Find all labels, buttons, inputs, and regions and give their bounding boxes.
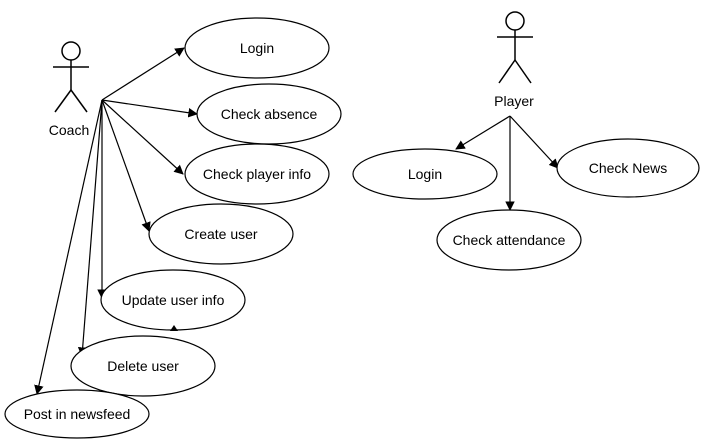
small-triangle-marker bbox=[170, 325, 178, 331]
player-use-cases: Login Check News Check attendance bbox=[352, 138, 700, 271]
use-case-label: Check absence bbox=[221, 106, 318, 122]
coach-left-leg bbox=[54, 89, 72, 113]
coach-to-check-player-info-arrow bbox=[101, 99, 184, 175]
coach-to-post-in-newsfeed-arrow bbox=[34, 99, 103, 395]
player-left-leg bbox=[498, 59, 516, 84]
coach-to-create-user-arrow bbox=[101, 99, 151, 232]
player-label: Player bbox=[494, 93, 534, 109]
use-case-update-user-info[interactable]: Update user info bbox=[100, 269, 246, 331]
coach-use-cases: Login Check absence Check player info Cr… bbox=[4, 17, 342, 439]
use-case-check-player-info[interactable]: Check player info bbox=[184, 143, 330, 205]
use-case-login[interactable]: Login bbox=[184, 17, 330, 79]
use-case-label: Login bbox=[240, 40, 274, 56]
use-case-label: Check attendance bbox=[453, 232, 566, 248]
coach-head bbox=[61, 41, 81, 61]
coach-to-delete-user-arrow bbox=[77, 99, 103, 357]
player-actor: Player bbox=[494, 11, 534, 109]
use-case-label: Delete user bbox=[107, 358, 179, 374]
coach-label: Coach bbox=[49, 122, 89, 138]
use-case-label: Post in newsfeed bbox=[24, 406, 131, 422]
player-to-login-arrow bbox=[455, 115, 511, 150]
coach-right-leg bbox=[70, 89, 88, 113]
coach-to-login-arrow bbox=[101, 47, 185, 101]
player-head bbox=[505, 11, 525, 31]
player-associations bbox=[455, 115, 559, 211]
use-case-label: Check player info bbox=[203, 166, 311, 182]
use-case-label: Update user info bbox=[122, 292, 225, 308]
use-case-label: Create user bbox=[184, 226, 257, 242]
use-case-check-news[interactable]: Check News bbox=[556, 138, 700, 198]
player-right-leg bbox=[514, 59, 532, 84]
coach-actor: Coach bbox=[49, 41, 89, 138]
use-case-post-in-newsfeed[interactable]: Post in newsfeed bbox=[4, 389, 150, 439]
use-case-check-attendance[interactable]: Check attendance bbox=[436, 209, 582, 271]
use-case-label: Login bbox=[408, 166, 442, 182]
use-case-create-user[interactable]: Create user bbox=[148, 203, 294, 265]
use-case-delete-user[interactable]: Delete user bbox=[70, 335, 216, 397]
player-to-check-news-arrow bbox=[509, 115, 559, 169]
coach-associations bbox=[34, 47, 198, 395]
use-case-label: Check News bbox=[589, 160, 668, 176]
coach-to-check-absence-arrow bbox=[101, 99, 198, 118]
use-case-player-login[interactable]: Login bbox=[352, 148, 498, 200]
use-case-check-absence[interactable]: Check absence bbox=[196, 83, 342, 145]
